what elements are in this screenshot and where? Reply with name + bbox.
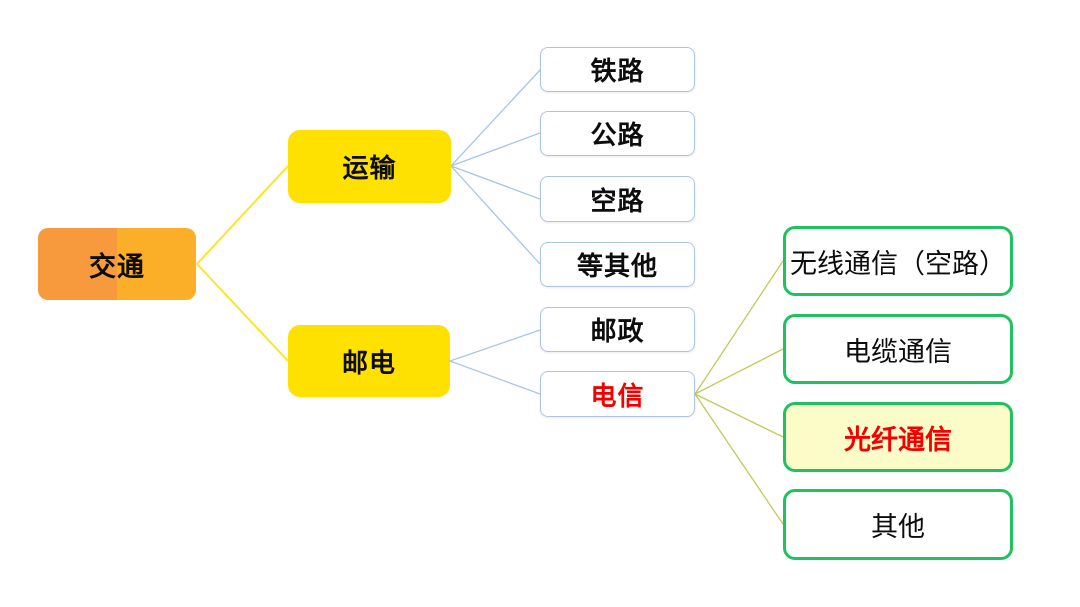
connector-jiaotong-yunshu [196, 165, 289, 265]
node-wuxiantongxin: 无线通信（空路） [783, 226, 1013, 296]
node-jiaotong: 交通 [38, 228, 196, 300]
connector-dianxin-wuxiantongxin [694, 260, 784, 395]
node-qita: 其他 [783, 489, 1013, 560]
node-dianxin: 电信 [540, 371, 695, 417]
connector-youdian-dianxin [449, 360, 541, 395]
connector-dianxin-guangxiantongxin [694, 393, 784, 438]
connector-yunshu-tielu [450, 69, 541, 167]
connector-jiaotong-youdian [196, 263, 289, 362]
node-gonglu: 公路 [540, 111, 695, 156]
node-guangxiantongxin: 光纤通信 [783, 402, 1013, 472]
node-tielu: 铁路 [540, 47, 695, 92]
connector-yunshu-dengqita [450, 165, 541, 265]
node-yunshu: 运输 [288, 130, 451, 203]
connector-dianxin-qita [694, 393, 784, 525]
node-dianlantongxin: 电缆通信 [783, 314, 1013, 384]
node-youdian: 邮电 [288, 325, 450, 397]
connector-dianxin-dianlantongxin [694, 348, 784, 395]
node-konglu: 空路 [540, 176, 695, 222]
connector-yunshu-konglu [450, 165, 541, 200]
node-youzheng: 邮政 [540, 307, 695, 352]
node-dengqita: 等其他 [540, 242, 695, 287]
connector-youdian-youzheng [449, 329, 541, 362]
connector-yunshu-gonglu [450, 132, 541, 167]
